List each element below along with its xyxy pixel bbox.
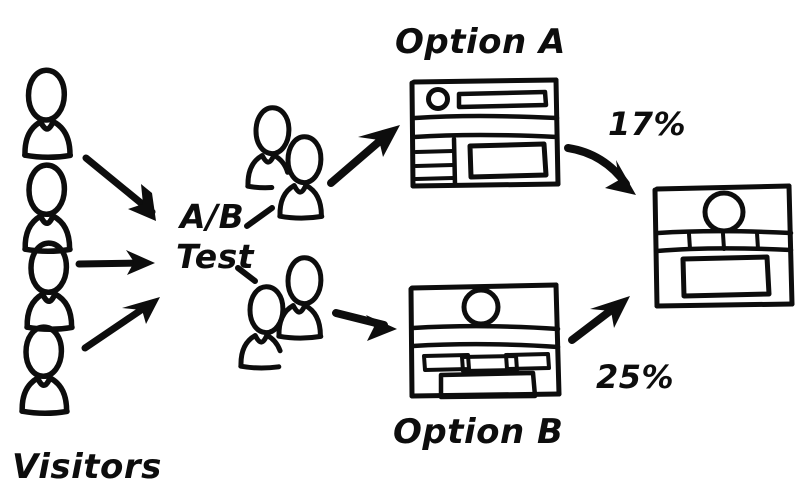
people-pair-icon [238, 255, 324, 371]
person-icon [22, 67, 74, 160]
hero-circle-icon [702, 190, 746, 234]
ab-test-line1: A/B [177, 197, 244, 236]
test-to-group-b [235, 265, 258, 284]
person-icon [22, 162, 73, 254]
visitor-to-test-2 [75, 250, 155, 275]
button-box [504, 352, 551, 371]
option-a-mockup [409, 77, 561, 189]
content-box [467, 141, 549, 180]
group-a-to-option-a [327, 125, 400, 187]
rate-b-label: 25% [596, 358, 674, 396]
content-box [680, 254, 772, 299]
winning-page-mockup [652, 183, 795, 309]
option-b-mockup [408, 282, 562, 400]
option-b-label: Option B [393, 412, 563, 452]
header-circle-icon [426, 87, 450, 111]
visitors-label: Visitors [12, 447, 162, 487]
header-bar [456, 89, 549, 110]
visitors-group [19, 67, 75, 416]
people-pair-icon [245, 105, 325, 221]
visitor-to-test-3 [81, 297, 160, 352]
option-b-to-result [568, 296, 630, 344]
option-a-to-result [564, 144, 636, 195]
group-b-to-option-b [332, 309, 397, 341]
content-box [438, 370, 538, 400]
hero-circle-icon [461, 287, 501, 327]
person-icon [24, 240, 75, 332]
option-a-label: Option A [395, 22, 566, 62]
visitor-to-test-1 [82, 154, 156, 221]
test-to-group-a [244, 205, 275, 229]
ab-test-label: A/B Test [176, 197, 254, 276]
rate-a-label: 17% [608, 105, 686, 143]
person-icon [19, 324, 70, 416]
